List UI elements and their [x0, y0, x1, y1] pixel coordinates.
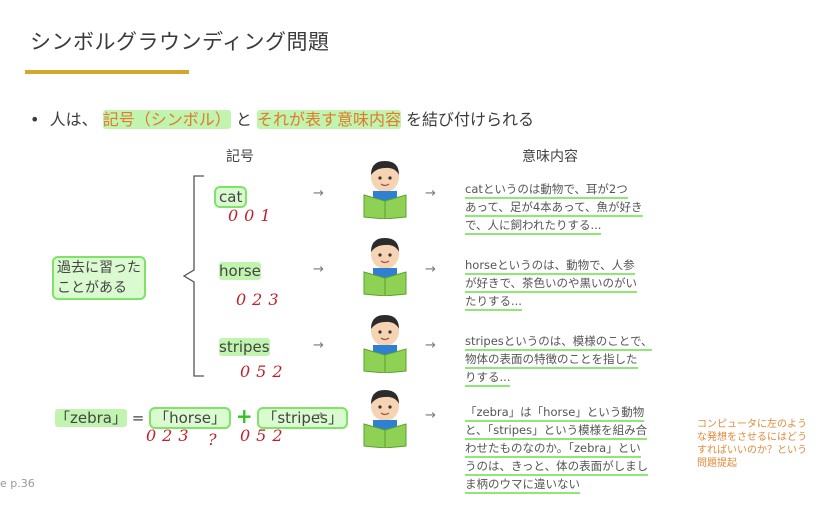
meaning-line: と、「stripes」という模様を組み合 — [465, 422, 648, 440]
arrow-symbol-to-person-1: → — [313, 186, 324, 201]
arrow-person-to-meaning-4: → — [425, 408, 436, 423]
meaning-line: たりする... — [465, 293, 522, 311]
meaning-text-horse: horseというのは、動物で、人参 が好きで、茶色いのや黒いのがい たりする..… — [465, 257, 665, 311]
meaning-line: うのは、きっと、体の表面がしまし — [465, 458, 649, 476]
zebra-term: 「zebra」 — [55, 409, 127, 427]
meaning-text-stripes: stripesというのは、模様のことで、 物体の表面の特徴のことを指した りする… — [465, 333, 665, 387]
column-heading-symbol: 記号 — [226, 149, 254, 165]
grouping-bracket — [182, 175, 204, 377]
reading-person-icon — [363, 390, 407, 448]
bullet-suffix: を結び付けられる — [406, 110, 535, 129]
arrow-symbol-to-person-3: → — [313, 338, 324, 353]
past-learned-line2: ことがある — [57, 280, 127, 296]
bullet-mid: と — [235, 110, 252, 129]
meaning-text-zebra: 「zebra」は「horse」という動物 と、「stripes」という模様を組み… — [465, 404, 685, 494]
bullet-prefix: 人は、 — [49, 110, 98, 129]
arrow-person-to-meaning-1: → — [425, 186, 436, 201]
equals-sign: = — [131, 409, 145, 427]
past-learned-line1: 過去に習った — [57, 260, 141, 276]
meaning-line: あって、足が4本あって、魚が好き — [465, 199, 643, 217]
symbol-word-horse: horse — [219, 262, 261, 280]
plus-sign: + — [235, 404, 253, 428]
title-underline — [25, 70, 189, 74]
arrow-person-to-meaning-3: → — [425, 338, 436, 353]
page-reference: e p.36 — [0, 477, 35, 490]
bullet-symbol-text: 記号（シンボル） — [102, 110, 231, 129]
meaning-line: 「zebra」は「horse」という動物 — [465, 404, 645, 422]
meaning-line: で、人に飼われたりする... — [465, 217, 602, 235]
meaning-line: ま柄のウマに違いない — [465, 476, 580, 494]
column-heading-meaning: 意味内容 — [522, 149, 578, 165]
arrow-symbol-to-person-4: → — [313, 408, 324, 423]
bullet-marker: • — [30, 110, 40, 129]
meaning-line: horseというのは、動物で、人参 — [465, 257, 635, 275]
meaning-line: わせたものなのか。「zebra」とい — [465, 440, 641, 458]
meaning-text-cat: catというのは動物で、耳が2つ あって、足が4本あって、魚が好き で、人に飼わ… — [465, 181, 665, 235]
symbol-word-stripes: stripes — [219, 338, 270, 356]
reading-person-icon — [363, 238, 407, 296]
reading-person-icon — [363, 315, 407, 373]
handwritten-code-stripes: 052 — [240, 362, 289, 381]
handwritten-question-mark: ? — [208, 430, 223, 449]
handwritten-code-cat: 001 — [228, 206, 277, 225]
zebra-equation: 「zebra」 = 「horse」 + 「stripes」 — [55, 404, 348, 429]
handwritten-code-horse: 023 — [236, 290, 285, 309]
bullet-meaning-text: それが表す意味内容 — [256, 110, 401, 129]
arrow-person-to-meaning-2: → — [425, 262, 436, 277]
past-learned-label: 過去に習った ことがある — [52, 256, 146, 300]
meaning-line: が好きで、茶色いのや黒いのがい — [465, 275, 638, 293]
side-note: コンピュータに左のような発想をさせるにはどうすればいいのか？という問題提起 — [697, 419, 807, 469]
symbol-word-cat: cat — [214, 186, 248, 208]
meaning-line: catというのは動物で、耳が2つ — [465, 181, 628, 199]
slide-title: シンボルグラウンディング問題 — [30, 30, 330, 54]
bullet-statement: • 人は、 記号（シンボル） と それが表す意味内容 を結び付けられる — [30, 106, 534, 130]
horse-term: 「horse」 — [149, 407, 232, 429]
arrow-symbol-to-person-2: → — [313, 262, 324, 277]
meaning-line: stripesというのは、模様のことで、 — [465, 333, 653, 351]
meaning-line: りする... — [465, 369, 511, 387]
handwritten-code-horse-2: 023 — [146, 426, 195, 445]
reading-person-icon — [363, 161, 407, 219]
stripes-term: 「stripes」 — [257, 407, 348, 429]
handwritten-code-stripes-2: 052 — [240, 426, 289, 445]
meaning-line: 物体の表面の特徴のことを指した — [465, 351, 638, 369]
